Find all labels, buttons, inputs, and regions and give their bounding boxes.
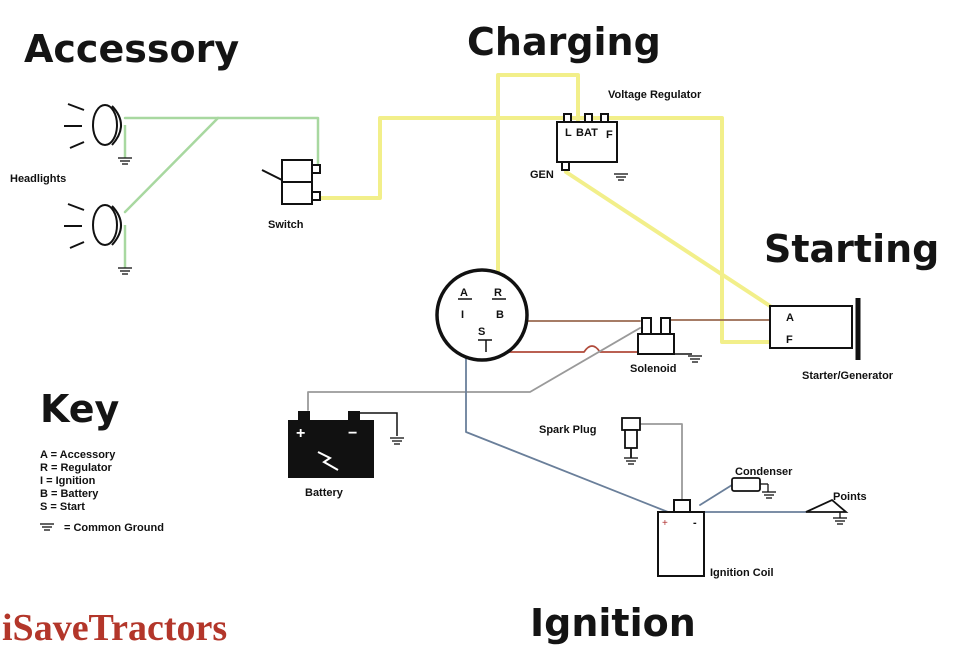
headlight-bottom [64,203,127,268]
key-item-battery: B = Battery [40,488,99,500]
key-item-accessory: A = Accessory [40,449,116,461]
key-ground-label: = Common Ground [64,522,164,534]
ignition-terminal-s: S [478,326,485,338]
isavetractors-logo: iSaveTractors [2,607,227,647]
switch-label: Switch [268,219,304,231]
ignition-switch [435,268,529,362]
wire-headlight-bottom [123,116,220,214]
ground-headlight-top [118,157,132,165]
wire-gen-to-starter [564,170,772,308]
ignition-terminal-a: A [460,287,468,299]
starter-generator-label: Starter/Generator [802,370,894,382]
ground-condenser [762,491,776,499]
battery [288,411,398,478]
section-title-accessory: Accessory [24,27,239,71]
ignition-coil-label: Ignition Coil [710,567,774,579]
gen-label: GEN [530,169,554,181]
battery-label: Battery [305,487,344,499]
voltage-regulator-label: Voltage Regulator [608,89,702,101]
ignition-terminal-i: I [461,309,464,321]
key-item-regulator: R = Regulator [40,462,113,474]
key-item-ignition: I = Ignition [40,475,96,487]
ground-battery [390,437,404,445]
starter-generator [769,298,861,360]
coil-plus: + [662,518,668,529]
section-title-starting: Starting [764,227,939,271]
regulator-terminal-bat: BAT [576,127,598,139]
regulator-terminal-f: F [606,129,613,141]
wire-spark-plug [639,423,683,501]
points [805,498,849,518]
condenser-label: Condenser [735,466,793,478]
spark-plug-label: Spark Plug [539,424,596,436]
wire-battery-to-solenoid [307,327,641,411]
ground-headlight-bottom [118,267,132,275]
ignition-terminal-b: B [496,309,504,321]
voltage-regulator [556,113,618,171]
battery-plus: + [296,425,305,442]
ignition-terminal-r: R [494,287,502,299]
ground-points [833,517,847,525]
ground-icon [40,523,54,531]
condenser [731,477,769,492]
wire-coil-to-condenser [699,484,733,506]
wire-headlight-top [123,116,320,170]
wire-switch-to-regulator [316,116,772,344]
solenoid-label: Solenoid [630,363,676,375]
ground-solenoid [688,355,702,363]
battery-minus: − [348,425,357,442]
solenoid [637,317,692,355]
switch [261,159,321,205]
key-item-start: S = Start [40,501,85,513]
headlights-label: Headlights [10,173,66,185]
key-title: Key [40,387,120,431]
points-label: Points [833,491,867,503]
ground-spark-plug [624,457,638,465]
headlight-top [64,103,127,158]
starter-terminal-f: F [786,334,793,346]
ignition-coil [657,499,705,577]
wire-ignition-r-to-regulator [496,73,580,282]
section-title-charging: Charging [467,20,661,64]
section-title-ignition: Ignition [530,601,696,645]
spark-plug [621,417,641,458]
ground-regulator [614,173,628,181]
regulator-terminal-l: L [565,127,572,139]
starter-terminal-a: A [786,312,794,324]
coil-minus: - [693,517,697,529]
